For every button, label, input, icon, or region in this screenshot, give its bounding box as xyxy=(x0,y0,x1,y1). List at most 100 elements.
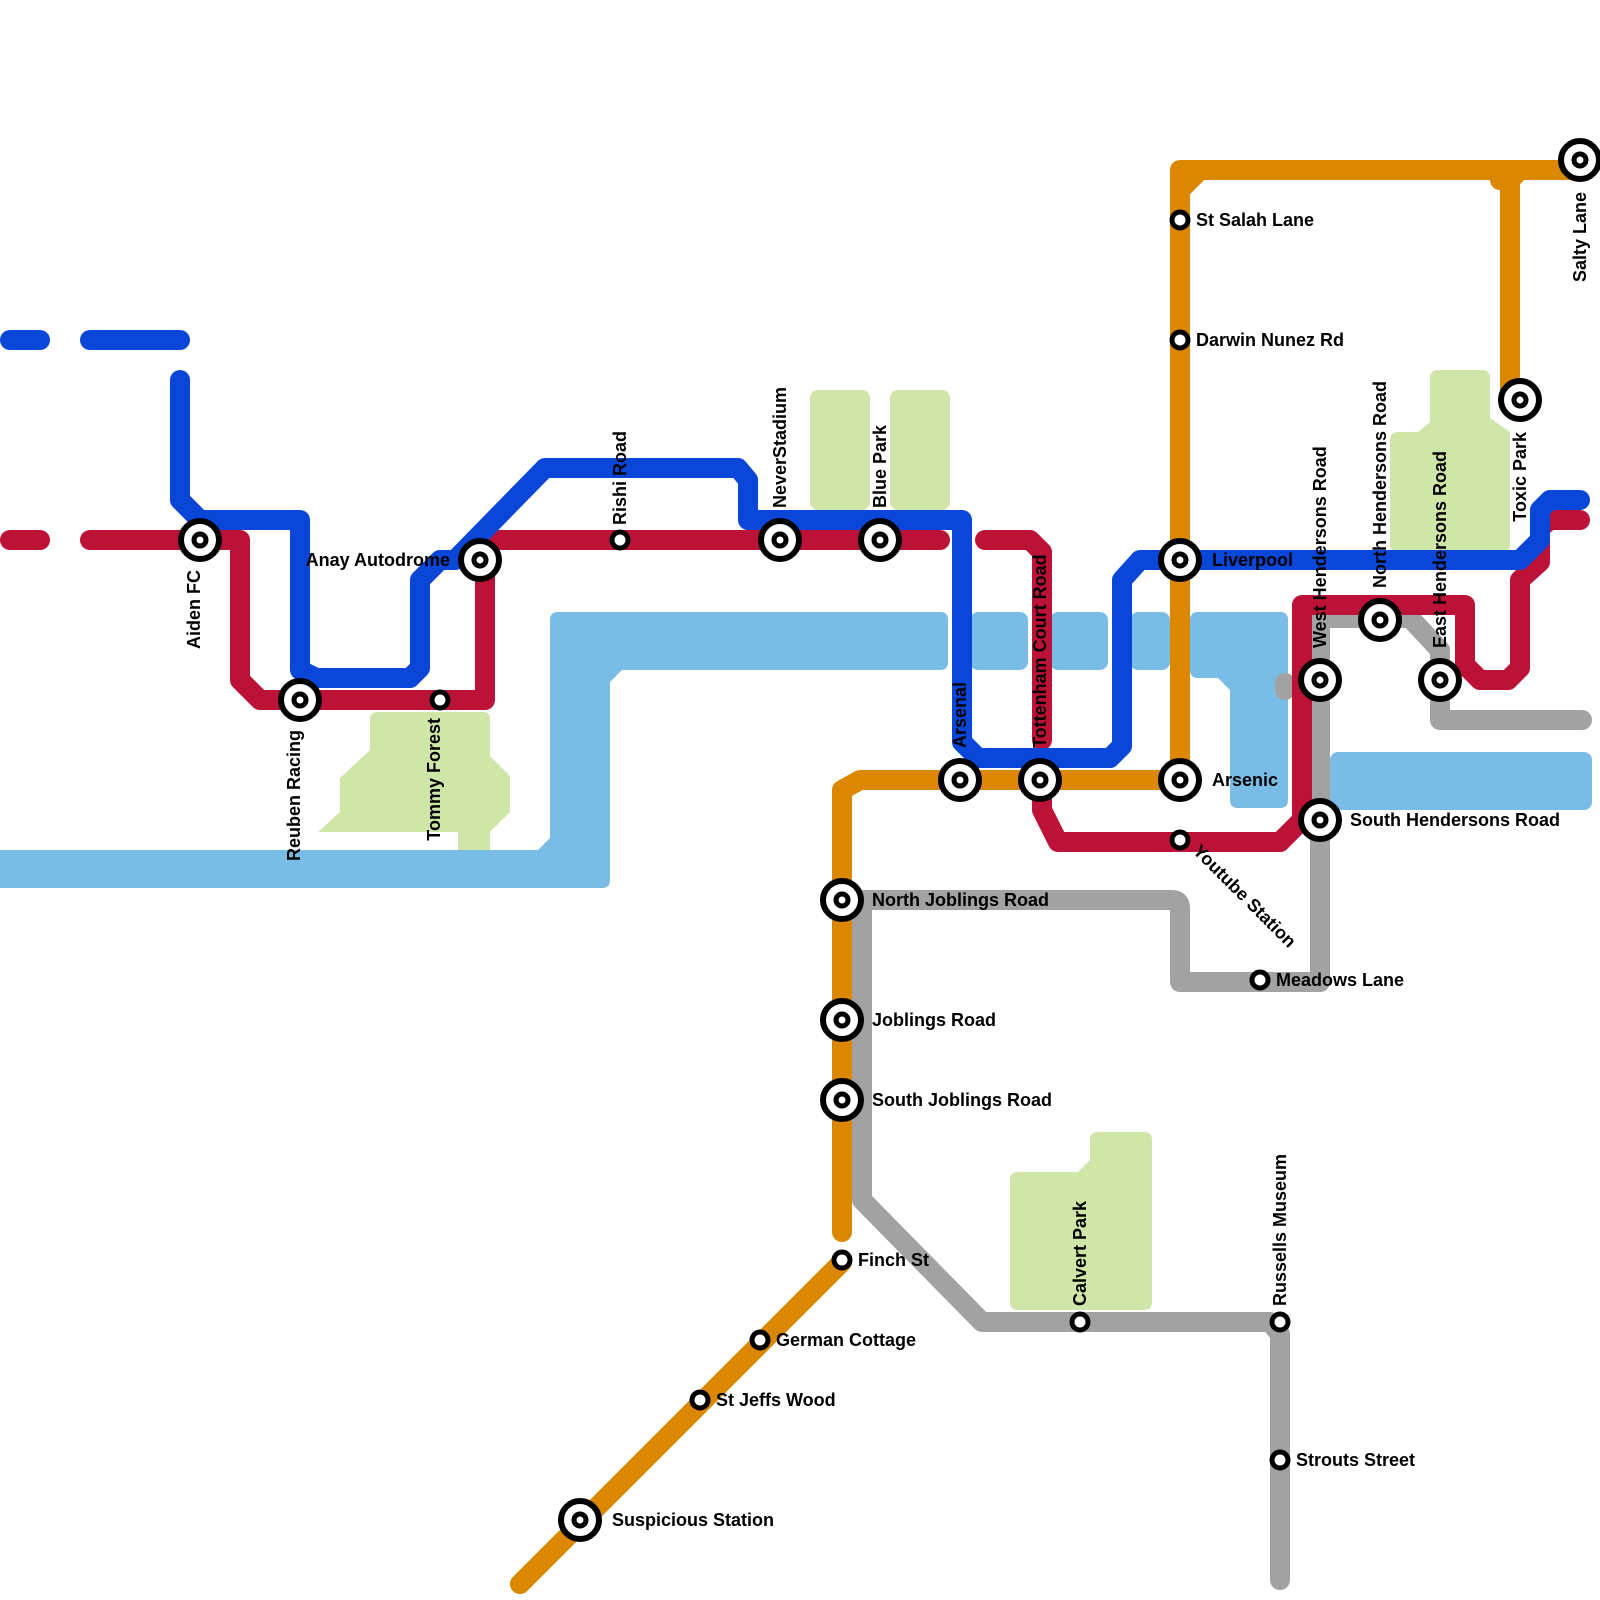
station-south-hendersons-road[interactable] xyxy=(1298,798,1342,842)
station-arsenal[interactable] xyxy=(938,758,982,802)
station-north-joblings-road[interactable] xyxy=(820,878,864,922)
park-area xyxy=(1390,370,1510,552)
river xyxy=(1130,612,1170,670)
grey-line xyxy=(1275,608,1592,832)
station-label-st-salah-lane: St Salah Lane xyxy=(1196,210,1314,230)
interchange-marker-inner xyxy=(833,1091,851,1109)
station-tommy-forest[interactable] xyxy=(429,689,451,711)
station-label-calvert-park: Calvert Park xyxy=(1070,1200,1090,1306)
stop-marker[interactable] xyxy=(1169,829,1191,851)
stop-marker[interactable] xyxy=(1169,329,1191,351)
station-label-tottenham-court-road: Tottenham Court Road xyxy=(1030,554,1050,748)
station-label-west-hendersons-road: West Hendersons Road xyxy=(1310,446,1330,648)
station-joblings-road[interactable] xyxy=(820,998,864,1042)
interchange-marker-inner xyxy=(871,531,889,549)
station-st-salah-lane[interactable] xyxy=(1169,209,1191,231)
interchange-marker-inner xyxy=(191,531,209,549)
station-label-german-cottage: German Cottage xyxy=(776,1330,916,1350)
stop-marker[interactable] xyxy=(831,1249,853,1271)
station-south-joblings-road[interactable] xyxy=(820,1078,864,1122)
river xyxy=(1330,752,1592,810)
interchange-marker-inner xyxy=(1431,671,1449,689)
stop-marker[interactable] xyxy=(609,529,631,551)
stop-marker[interactable] xyxy=(689,1389,711,1411)
station-meadows-lane[interactable] xyxy=(1249,969,1271,991)
interchange-marker-inner xyxy=(1311,811,1329,829)
stop-marker[interactable] xyxy=(429,689,451,711)
station-finch-st[interactable] xyxy=(831,1249,853,1271)
river xyxy=(970,612,1028,670)
station-label-east-hendersons-road: East Hendersons Road xyxy=(1430,451,1450,648)
station-blue-park[interactable] xyxy=(858,518,902,562)
park-area xyxy=(318,712,510,850)
interchange-marker-inner xyxy=(771,531,789,549)
station-label-anay-autodrome: Anay Autodrome xyxy=(306,550,450,570)
water-layer xyxy=(0,612,1592,888)
station-salty-lane[interactable] xyxy=(1558,138,1600,182)
blue-line xyxy=(170,370,1590,768)
station-russells-museum[interactable] xyxy=(1269,1311,1291,1333)
interchange-marker-inner xyxy=(1371,611,1389,629)
stop-marker[interactable] xyxy=(749,1329,771,1351)
station-label-aiden-fc: Aiden FC xyxy=(184,570,204,649)
station-label-arsenic: Arsenic xyxy=(1212,770,1278,790)
interchange-marker-inner xyxy=(1571,151,1589,169)
station-label-youtube-station: Youtube Station xyxy=(1189,841,1300,952)
station-label-finch-st: Finch St xyxy=(858,1250,929,1270)
interchange-marker-inner xyxy=(1031,771,1049,789)
interchange-marker-inner xyxy=(571,1511,589,1529)
station-darwin-nunez-rd[interactable] xyxy=(1169,329,1191,351)
interchange-marker-inner xyxy=(833,1011,851,1029)
station-rishi-road[interactable] xyxy=(609,529,631,551)
station-anay-autodrome[interactable] xyxy=(458,538,502,582)
station-strouts-street[interactable] xyxy=(1269,1449,1291,1471)
station-liverpool[interactable] xyxy=(1158,538,1202,582)
station-north-hendersons-road[interactable] xyxy=(1358,598,1402,642)
station-label-darwin-nunez-rd: Darwin Nunez Rd xyxy=(1196,330,1344,350)
station-arsenic[interactable] xyxy=(1158,758,1202,802)
station-label-rishi-road: Rishi Road xyxy=(610,431,630,525)
station-suspicious-station[interactable] xyxy=(558,1498,602,1542)
station-label-south-joblings-road: South Joblings Road xyxy=(872,1090,1052,1110)
river xyxy=(0,612,948,888)
station-label-arsenal: Arsenal xyxy=(950,682,970,748)
river xyxy=(1050,612,1108,670)
station-st-jeffs-wood[interactable] xyxy=(689,1389,711,1411)
station-label-meadows-lane: Meadows Lane xyxy=(1276,970,1404,990)
station-tottenham-court-road[interactable] xyxy=(1018,758,1062,802)
stations-layer xyxy=(178,138,1600,1542)
station-label-liverpool: Liverpool xyxy=(1212,550,1293,570)
station-youtube-station[interactable] xyxy=(1169,829,1191,851)
station-reuben-racing[interactable] xyxy=(278,678,322,722)
station-label-south-hendersons-road: South Hendersons Road xyxy=(1350,810,1560,830)
parks-layer xyxy=(318,370,1510,1310)
station-label-suspicious-station: Suspicious Station xyxy=(612,1510,774,1530)
station-label-toxic-park: Toxic Park xyxy=(1510,431,1530,522)
interchange-marker-inner xyxy=(833,891,851,909)
station-label-reuben-racing: Reuben Racing xyxy=(284,730,304,861)
stop-marker[interactable] xyxy=(1269,1311,1291,1333)
station-west-hendersons-road[interactable] xyxy=(1298,658,1342,702)
station-aiden-fc[interactable] xyxy=(178,518,222,562)
stop-marker[interactable] xyxy=(1069,1311,1091,1333)
interchange-marker-inner xyxy=(471,551,489,569)
station-german-cottage[interactable] xyxy=(749,1329,771,1351)
grey-line xyxy=(832,812,1330,992)
interchange-marker-inner xyxy=(1171,771,1189,789)
park-area xyxy=(890,390,950,510)
station-label-neverstadium: NeverStadium xyxy=(770,387,790,508)
station-toxic-park[interactable] xyxy=(1498,378,1542,422)
stop-marker[interactable] xyxy=(1249,969,1271,991)
station-neverstadium[interactable] xyxy=(758,518,802,562)
red-line xyxy=(975,530,1052,750)
orange-line xyxy=(832,160,1530,1242)
orange-line xyxy=(1490,160,1520,190)
station-label-st-jeffs-wood: St Jeffs Wood xyxy=(716,1390,836,1410)
stop-marker[interactable] xyxy=(1169,209,1191,231)
grey-line xyxy=(852,890,1290,1590)
stop-marker[interactable] xyxy=(1269,1449,1291,1471)
station-calvert-park[interactable] xyxy=(1069,1311,1091,1333)
station-label-north-hendersons-road: North Hendersons Road xyxy=(1370,381,1390,588)
station-east-hendersons-road[interactable] xyxy=(1418,658,1462,702)
